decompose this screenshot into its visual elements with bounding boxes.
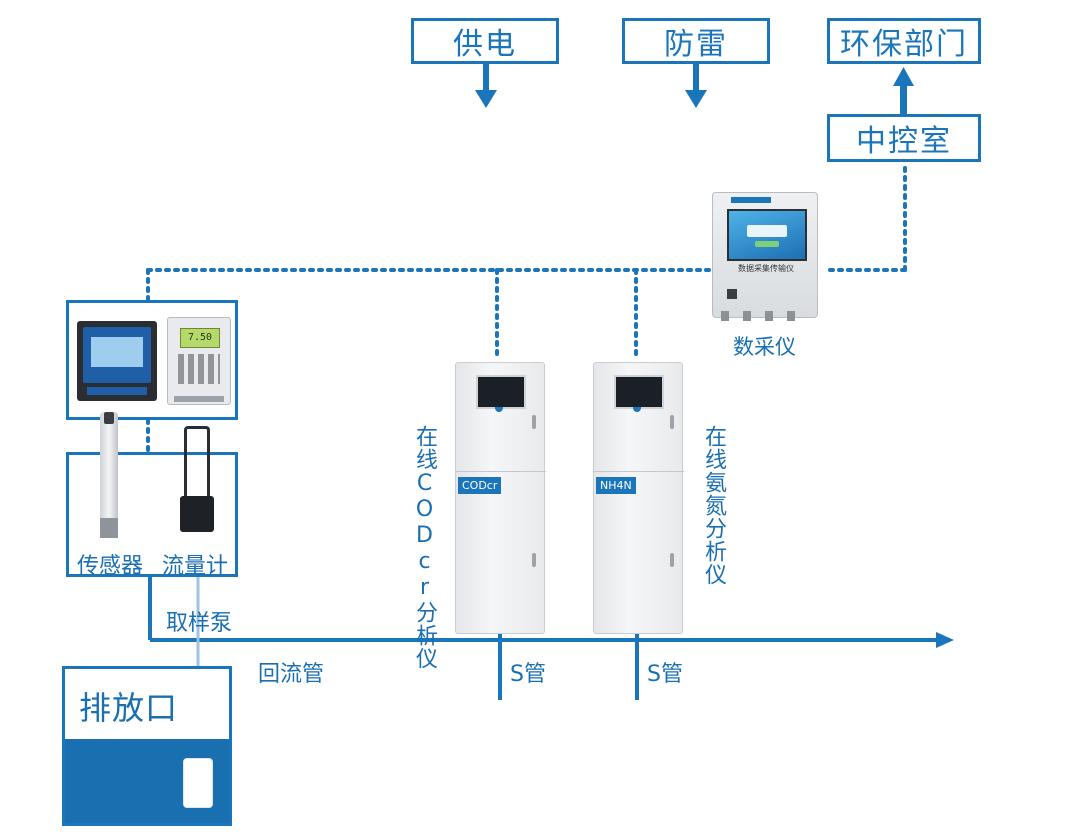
power-label: 供电 [453, 27, 517, 62]
return-pipe-arrowhead [936, 632, 954, 648]
cod-screen [476, 375, 526, 409]
flow-meter-display: 7.50 [180, 328, 220, 348]
s-pipe-label-1: S管 [510, 662, 546, 687]
cod-tag: CODcr [458, 477, 502, 494]
s-pipe-label-2: S管 [647, 662, 683, 687]
sampling-pump-label: 取样泵 [166, 611, 233, 636]
logger-qr [727, 289, 737, 299]
sensor-label: 传感器 [77, 554, 144, 579]
env-dept-label: 环保部门 [840, 27, 968, 62]
sampling-probe-tip [183, 758, 213, 808]
lightning-box: 防雷 [622, 18, 770, 64]
cod-analyzer-cabinet: CODcr [455, 362, 546, 634]
nh4n-analyzer-cabinet: NH4N [593, 362, 684, 634]
nh4n-screen [614, 375, 664, 409]
logger-screen-text: 数据采集传输仪 [738, 264, 794, 273]
nh4n-analyzer-label: 在线氨氮分析仪 [701, 425, 726, 586]
power-box: 供电 [411, 18, 559, 64]
cod-analyzer-label: 在线CODcr分析仪 [412, 425, 437, 670]
data-logger-device: 数据采集传输仪 [712, 192, 818, 321]
flow-meter-probe [180, 426, 214, 538]
logger-logo [731, 197, 771, 203]
control-room-label: 中控室 [856, 124, 952, 159]
sensor-probe [100, 412, 118, 538]
data-logger-label: 数采仪 [733, 335, 796, 359]
return-pipe-label: 回流管 [258, 662, 325, 687]
flow-meter-unit: 7.50 [167, 317, 231, 405]
outlet-label: 排放口 [79, 689, 179, 727]
instrument-panel: 7.50 [66, 300, 238, 420]
logger-screen [727, 209, 807, 261]
env-dept-box: 环保部门 [827, 18, 981, 64]
lightning-label: 防雷 [664, 27, 728, 62]
controller-meter [77, 321, 157, 401]
flow-meter-label: 流量计 [162, 554, 229, 579]
nh4n-tag: NH4N [596, 477, 636, 494]
control-room-box: 中控室 [827, 114, 981, 162]
